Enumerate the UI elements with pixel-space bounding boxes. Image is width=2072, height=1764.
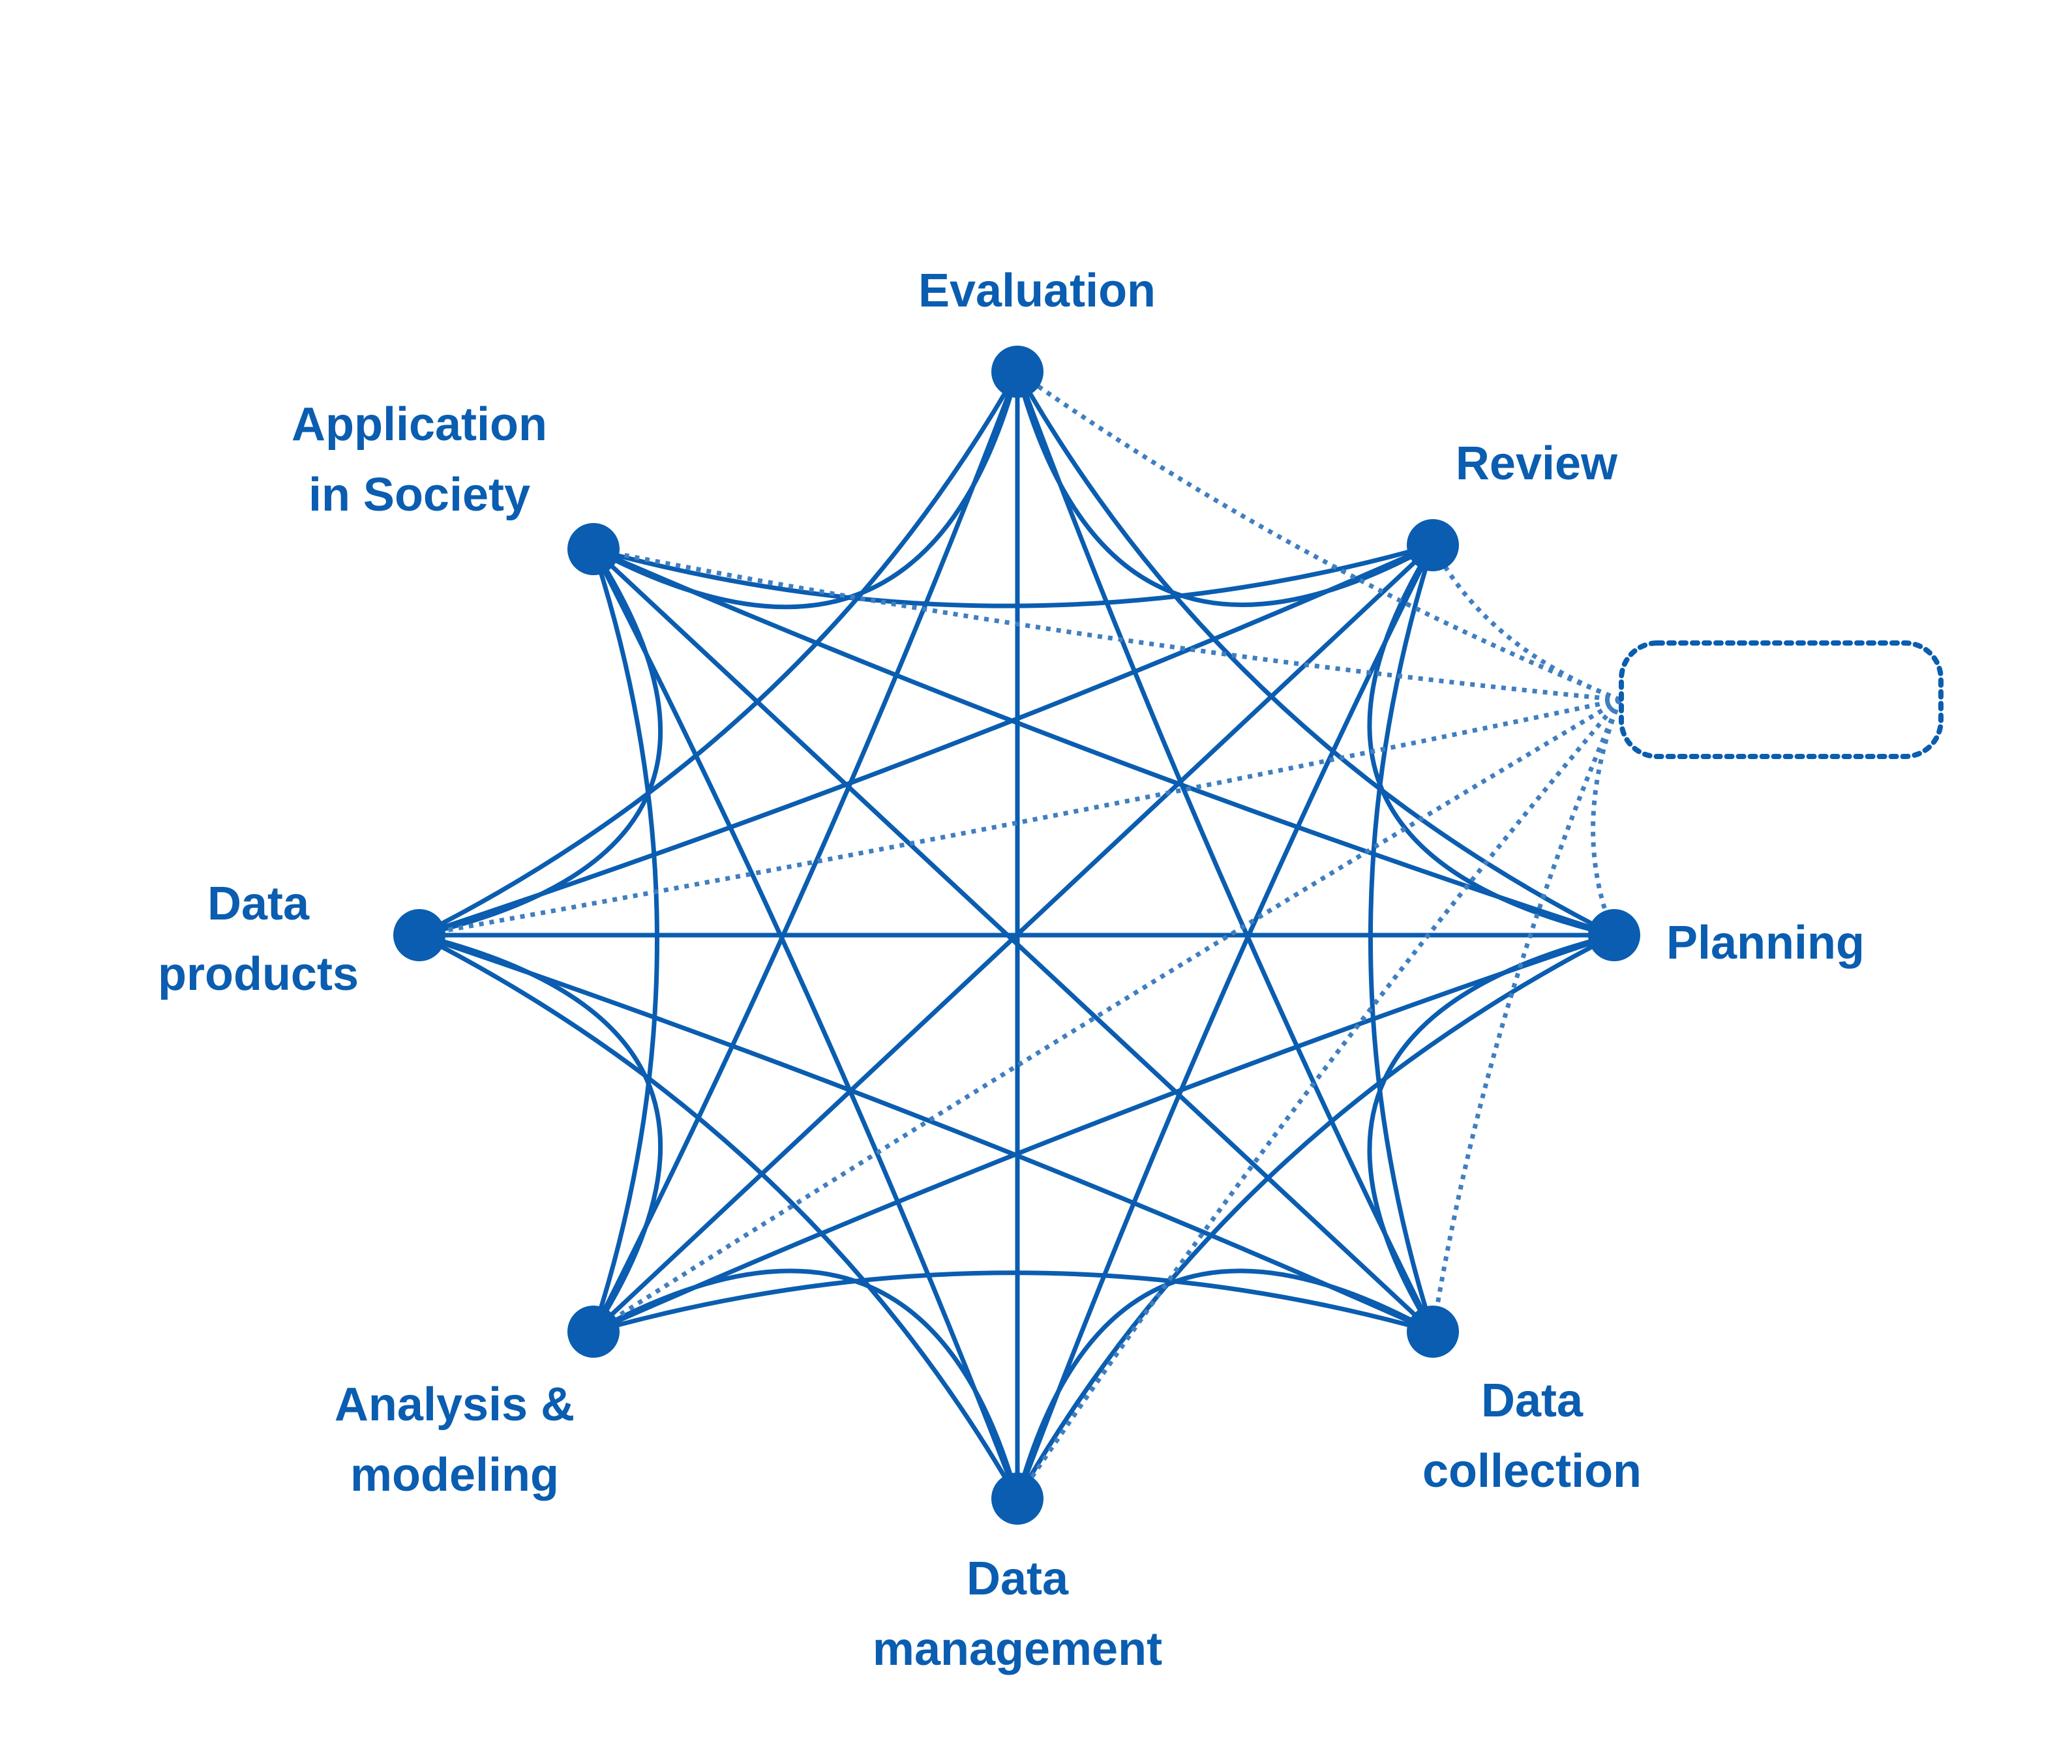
empty-placeholder-box xyxy=(1619,640,1944,759)
edge-evaluation-data-products xyxy=(417,369,1020,938)
edge-evaluation-review xyxy=(1015,369,1435,607)
node-application-society xyxy=(567,523,620,575)
dotted-edge-data-collection xyxy=(1430,698,1623,1332)
edge-data-collection-data-products xyxy=(417,933,1435,1334)
edge-review-data-products xyxy=(417,543,1435,938)
dotted-edge-data-management xyxy=(1015,698,1622,1500)
label-line-application-society-1: in Society xyxy=(308,469,530,521)
label-line-analysis-modeling-1: modeling xyxy=(350,1449,559,1501)
label-line-data-products-0: Data xyxy=(207,878,310,930)
node-review xyxy=(1407,519,1459,571)
edge-data-collection-analysis-modeling xyxy=(591,1270,1435,1334)
label-line-analysis-modeling-0: Analysis & xyxy=(335,1379,575,1431)
label-line-data-management-1: management xyxy=(873,1623,1162,1675)
label-line-data-products-1: products xyxy=(158,948,359,1000)
edge-planning-data-management xyxy=(1015,933,1617,1501)
label-application-society: Application in Society xyxy=(292,398,547,521)
edge-data-products-application-society xyxy=(417,546,663,938)
label-data-management: Data management xyxy=(873,1553,1162,1675)
edge-data-management-data-products xyxy=(417,933,1020,1501)
dotted-edge-evaluation xyxy=(1015,370,1621,702)
node-planning xyxy=(1588,909,1640,961)
label-line-application-society-0: Application xyxy=(292,398,547,451)
edge-evaluation-analysis-modeling xyxy=(591,369,1020,1334)
edge-evaluation-application-society xyxy=(591,369,1020,610)
node-analysis-modeling xyxy=(567,1306,620,1358)
label-evaluation: Evaluation xyxy=(918,265,1156,317)
nodes xyxy=(393,346,1640,1525)
dotted-edge-review xyxy=(1430,544,1621,702)
label-data-products: Data products xyxy=(158,878,359,1000)
edge-review-application-society xyxy=(591,543,1435,608)
edge-data-management-application-society xyxy=(591,546,1020,1501)
edges-solid xyxy=(417,369,1617,1501)
label-line-planning-0: Planning xyxy=(1666,917,1865,969)
label-line-evaluation-0: Evaluation xyxy=(918,265,1156,317)
node-data-management xyxy=(991,1472,1044,1525)
edge-planning-analysis-modeling xyxy=(591,933,1617,1334)
label-planning: Planning xyxy=(1666,917,1865,969)
label-line-data-collection-0: Data xyxy=(1481,1375,1584,1427)
edge-evaluation-data-collection xyxy=(1015,369,1435,1334)
edge-planning-data-collection xyxy=(1367,933,1617,1334)
label-line-review-0: Review xyxy=(1456,438,1618,490)
edge-review-data-collection xyxy=(1368,543,1435,1334)
edge-review-data-management xyxy=(1015,543,1435,1501)
dotted-edge-analysis-modeling xyxy=(592,697,1621,1334)
label-line-data-management-0: Data xyxy=(967,1553,1069,1605)
node-evaluation xyxy=(991,346,1044,398)
dotted-edge-application-society xyxy=(593,546,1621,702)
label-review: Review xyxy=(1456,438,1618,490)
edge-data-collection-application-society xyxy=(591,546,1435,1334)
label-analysis-modeling: Analysis & modeling xyxy=(335,1379,575,1501)
label-line-data-collection-1: collection xyxy=(1422,1445,1642,1497)
edges-dotted xyxy=(419,370,1623,1500)
edge-analysis-modeling-application-society xyxy=(591,546,659,1334)
dotted-edge-planning xyxy=(1591,698,1623,936)
node-data-collection xyxy=(1407,1306,1459,1358)
edge-planning-application-society xyxy=(591,546,1617,938)
label-data-collection: Data collection xyxy=(1422,1375,1642,1497)
node-data-products xyxy=(393,909,445,961)
